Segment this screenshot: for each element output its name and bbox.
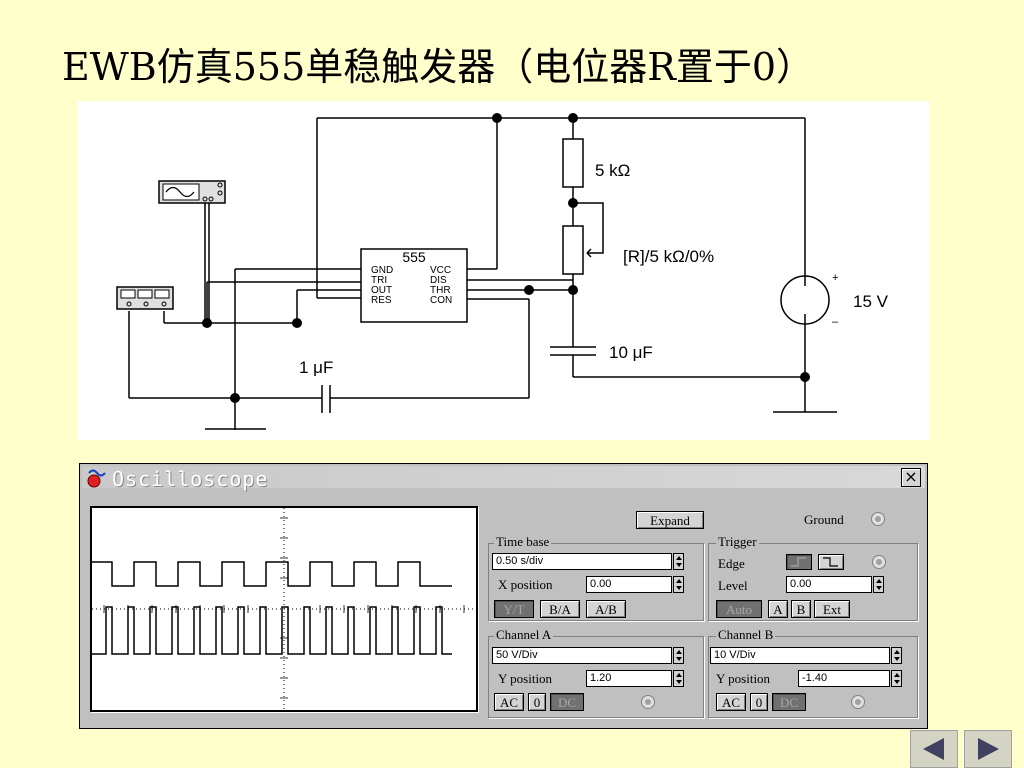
channel-b-label: Channel B <box>716 627 776 643</box>
source-plus: + <box>832 272 838 284</box>
channel-a-ypos-field[interactable]: 1.20 <box>586 670 672 687</box>
channel-b-terminal[interactable] <box>851 695 865 709</box>
xpos-spinner[interactable] <box>673 576 684 593</box>
oscilloscope-screen <box>90 506 478 712</box>
resistor-label: 5 kΩ <box>595 161 630 180</box>
channel-a-ypos-label: Y position <box>498 671 553 686</box>
auto-trigger-button[interactable]: Auto <box>716 600 762 618</box>
pin-thr: THR <box>430 285 451 296</box>
trigger-terminal[interactable] <box>872 555 886 569</box>
trigger-b-button[interactable]: B <box>791 600 811 618</box>
ground-terminal[interactable] <box>871 512 885 526</box>
pot-label: [R]/5 kΩ/0% <box>623 247 714 266</box>
prev-slide-button[interactable] <box>910 730 958 768</box>
channel-a-terminal[interactable] <box>641 695 655 709</box>
xpos-field[interactable]: 0.00 <box>586 576 672 593</box>
channel-a-ac-button[interactable]: AC <box>494 693 524 711</box>
channel-a-zero-button[interactable]: 0 <box>528 693 546 711</box>
pin-dis: DIS <box>430 275 447 286</box>
input-cap-label: 1 μF <box>299 358 333 377</box>
trigger-group <box>708 543 918 621</box>
slide-title: EWB仿真555单稳触发器（电位器R置于0） <box>62 45 815 89</box>
trigger-ext-button[interactable]: Ext <box>814 600 850 618</box>
channel-b-ypos-field[interactable]: -1.40 <box>798 670 890 687</box>
channel-b-ypos-label: Y position <box>716 671 771 686</box>
waveform-display <box>92 508 476 710</box>
edge-label: Edge <box>718 556 745 571</box>
channel-a-scale-field[interactable]: 50 V/Div <box>492 647 672 664</box>
timebase-spinner[interactable] <box>673 553 684 570</box>
channel-a-scale-spinner[interactable] <box>673 647 684 664</box>
function-generator-icon[interactable] <box>158 180 226 204</box>
channel-a-trace <box>92 561 452 587</box>
triangle-right-icon <box>978 738 999 760</box>
trigger-label: Trigger <box>716 534 759 550</box>
channel-b-group <box>708 636 918 718</box>
expand-button[interactable]: Expand <box>636 511 704 529</box>
pin-out: OUT <box>371 285 392 296</box>
pin-tri: TRI <box>371 275 387 286</box>
level-spinner[interactable] <box>873 576 884 593</box>
triangle-left-icon <box>923 738 944 760</box>
oscilloscope-instrument-icon[interactable] <box>116 286 174 310</box>
yt-mode-button[interactable]: Y/T <box>494 600 534 618</box>
rising-edge-icon[interactable] <box>786 554 812 570</box>
channel-a-group <box>488 636 704 718</box>
trigger-a-button[interactable]: A <box>768 600 788 618</box>
channel-a-label: Channel A <box>494 627 554 643</box>
timebase-field[interactable]: 0.50 s/div <box>492 553 672 570</box>
oscilloscope-title: Oscilloscope <box>112 467 269 491</box>
channel-a-dc-button[interactable]: DC <box>550 693 584 711</box>
pin-res: RES <box>371 295 392 306</box>
channel-b-zero-button[interactable]: 0 <box>750 693 768 711</box>
level-field[interactable]: 0.00 <box>786 576 872 593</box>
source-voltage-label: 15 V <box>853 292 889 311</box>
close-button[interactable]: × <box>901 468 921 487</box>
ic-label: 555 <box>402 249 426 265</box>
ba-mode-button[interactable]: B/A <box>540 600 580 618</box>
channel-b-ypos-spinner[interactable] <box>891 670 902 687</box>
channel-b-scale-spinner[interactable] <box>891 647 902 664</box>
channel-b-scale-field[interactable]: 10 V/Div <box>710 647 890 664</box>
pin-vcc: VCC <box>430 265 451 276</box>
timebase-label: Time base <box>494 534 552 550</box>
app-icon <box>87 469 106 488</box>
oscilloscope-window: Oscilloscope × <box>79 463 928 729</box>
pin-gnd: GND <box>371 265 393 276</box>
ab-mode-button[interactable]: A/B <box>586 600 626 618</box>
xpos-label: X position <box>498 577 553 592</box>
channel-a-ypos-spinner[interactable] <box>673 670 684 687</box>
circuit-diagram: 555 GND TRI OUT RES VCC DIS THR CON 5 kΩ… <box>116 113 889 430</box>
level-label: Level <box>718 578 748 593</box>
timebase-group <box>488 543 704 621</box>
oscilloscope-titlebar[interactable]: Oscilloscope × <box>82 466 925 491</box>
channel-b-trace <box>92 606 452 655</box>
timing-cap-label: 10 μF <box>609 343 653 362</box>
falling-edge-icon[interactable] <box>818 554 844 570</box>
circuit-schematic: 555 GND TRI OUT RES VCC DIS THR CON 5 kΩ… <box>77 101 929 440</box>
source-minus: – <box>832 316 839 328</box>
ground-label: Ground <box>804 512 844 527</box>
pin-con: CON <box>430 295 452 306</box>
channel-b-ac-button[interactable]: AC <box>716 693 746 711</box>
channel-b-dc-button[interactable]: DC <box>772 693 806 711</box>
next-slide-button[interactable] <box>964 730 1012 768</box>
